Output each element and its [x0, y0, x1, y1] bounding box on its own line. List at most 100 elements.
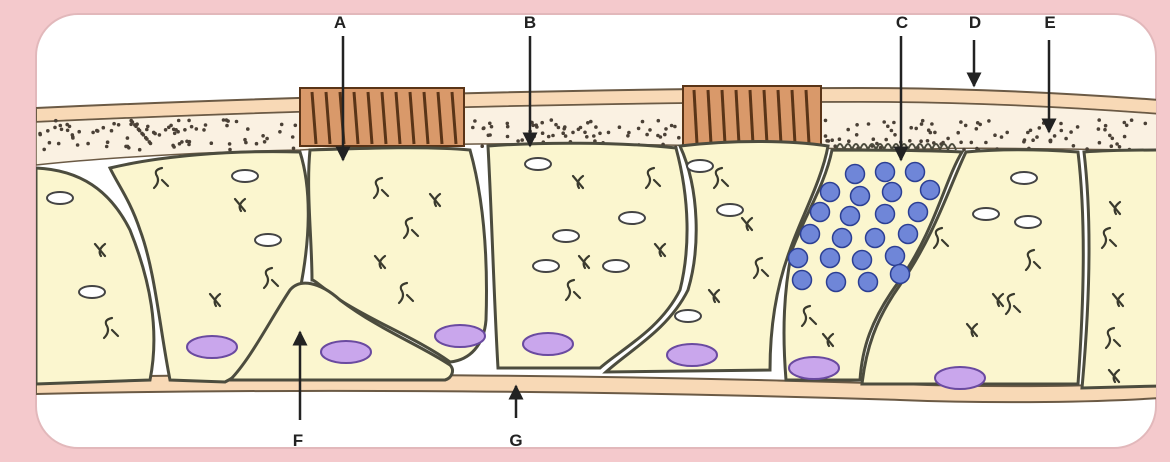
- mucus-dot: [562, 127, 566, 131]
- mucus-dot: [657, 119, 661, 123]
- mucus-dot: [171, 144, 175, 148]
- mucus-dot: [641, 120, 645, 124]
- mucus-dot: [520, 138, 524, 142]
- mucus-dot: [930, 122, 934, 126]
- granule: [921, 181, 940, 200]
- mucus-dot: [235, 120, 239, 124]
- vesicle: [553, 230, 579, 242]
- mucus-dot: [112, 122, 116, 126]
- mucus-dot: [42, 148, 46, 152]
- vesicle: [1015, 216, 1041, 228]
- vesicle: [79, 286, 105, 298]
- mucus-dot: [506, 135, 510, 139]
- mucus-dot: [550, 118, 554, 122]
- mucus-dot: [255, 142, 259, 146]
- mucus-dot: [185, 140, 189, 144]
- vesicle: [1011, 172, 1037, 184]
- mucus-dot: [480, 144, 484, 148]
- granule: [846, 165, 865, 184]
- mucus-dot: [959, 120, 963, 124]
- mucus-dot: [554, 123, 558, 127]
- mucus-dot: [516, 139, 520, 143]
- mucus-dot: [976, 121, 980, 125]
- mucus-dot: [677, 136, 681, 140]
- granule: [793, 271, 812, 290]
- mucus-dot: [95, 129, 99, 133]
- mucus-dot: [1097, 127, 1101, 131]
- mucus-dot: [1125, 124, 1129, 128]
- mucus-dot: [551, 134, 555, 138]
- nucleus: [321, 341, 371, 363]
- mucus-dot: [583, 131, 587, 135]
- label-f: F: [293, 431, 303, 450]
- mucus-dot: [627, 131, 631, 135]
- mucus-dot: [187, 143, 191, 147]
- mucus-dot: [105, 145, 109, 149]
- mucus-dot: [228, 142, 232, 146]
- mucus-dot: [933, 131, 937, 135]
- mucus-dot: [825, 139, 829, 143]
- mucus-dot: [291, 135, 295, 139]
- mucus-dot: [964, 124, 968, 128]
- granule: [801, 225, 820, 244]
- vesicle: [255, 234, 281, 246]
- mucus-dot: [890, 129, 894, 133]
- mucus-dot: [637, 127, 641, 131]
- vesicle: [619, 212, 645, 224]
- granule: [853, 251, 872, 270]
- mucus-dot: [1060, 129, 1064, 133]
- mucus-dot: [846, 128, 850, 132]
- vesicle: [687, 160, 713, 172]
- mucus-dot: [506, 122, 510, 126]
- mucus-dot: [892, 121, 896, 125]
- granule: [841, 207, 860, 226]
- mucus-dot: [541, 131, 545, 135]
- mucus-dot: [1042, 121, 1046, 125]
- granule: [827, 273, 846, 292]
- mucus-dot: [244, 141, 248, 145]
- label-a: A: [334, 13, 346, 32]
- cilia-block-right: [683, 86, 821, 146]
- granule: [891, 265, 910, 284]
- mucus-dot: [626, 134, 630, 138]
- mucus-dot: [571, 131, 575, 135]
- mucus-dot: [158, 133, 162, 137]
- mucus-dot: [48, 141, 52, 145]
- mucus-dot: [855, 133, 859, 137]
- mucus-dot: [142, 133, 146, 137]
- mucus-dot: [225, 124, 229, 128]
- mucus-dot: [1123, 121, 1127, 125]
- mucus-dot: [920, 122, 924, 126]
- mucus-dot: [1072, 144, 1076, 148]
- mucus-dot: [959, 141, 963, 145]
- vesicle: [232, 170, 258, 182]
- mucus-dot: [1059, 122, 1063, 126]
- mucus-dot: [164, 128, 168, 132]
- mucus-dot: [1144, 122, 1148, 126]
- granule: [883, 183, 902, 202]
- mucus-dot: [149, 142, 153, 146]
- mucus-dot: [664, 127, 668, 131]
- mucus-dot: [68, 125, 72, 129]
- mucus-dot: [1023, 138, 1027, 142]
- mucus-dot: [53, 126, 57, 130]
- mucus-dot: [534, 123, 538, 127]
- mucus-dot: [1038, 126, 1042, 130]
- mucus-dot: [824, 134, 828, 138]
- mucus-dot: [145, 137, 149, 141]
- granule: [906, 163, 925, 182]
- mucus-dot: [263, 140, 267, 144]
- mucus-dot: [909, 126, 913, 130]
- mucus-dot: [956, 131, 960, 135]
- mucus-dot: [929, 131, 933, 135]
- mucus-dot: [1110, 144, 1114, 148]
- mucus-dot: [586, 121, 590, 125]
- mucus-dot: [838, 137, 842, 141]
- mucus-dot: [173, 132, 177, 136]
- granule: [811, 203, 830, 222]
- mucus-dot: [908, 139, 912, 143]
- mucus-dot: [153, 132, 157, 136]
- mucus-dot: [673, 125, 677, 129]
- mucus-dot: [645, 133, 649, 137]
- mucus-dot: [884, 138, 888, 142]
